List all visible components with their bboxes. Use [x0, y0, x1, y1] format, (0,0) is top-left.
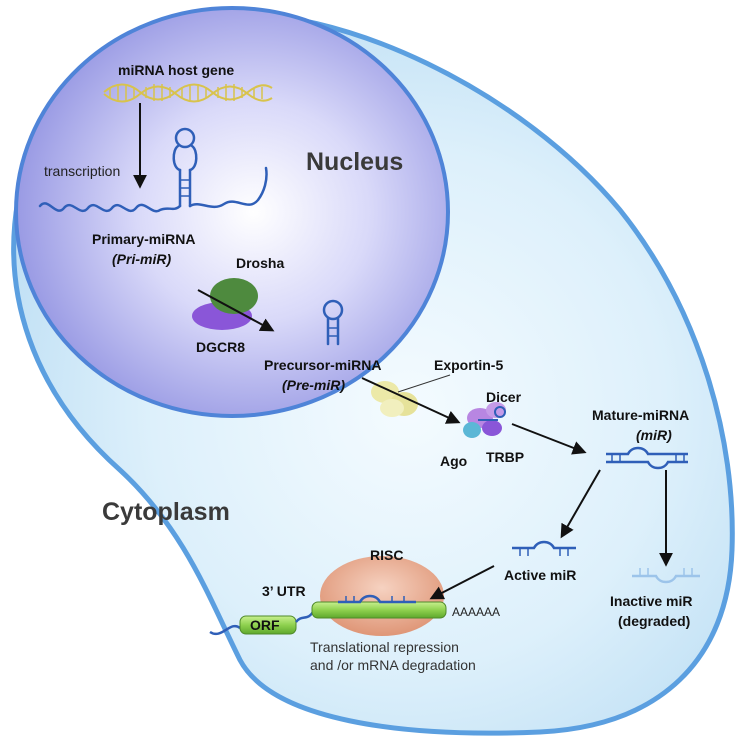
trbp-label: TRBP	[486, 449, 524, 465]
drosha-label: Drosha	[236, 255, 284, 271]
export-arrow-icon	[361, 377, 461, 424]
transcription-label: transcription	[44, 163, 120, 179]
active-arrow-icon	[560, 469, 601, 539]
ago-label: Ago	[440, 453, 467, 469]
nucleus-label: Nucleus	[306, 148, 403, 176]
precursor-mirna-label: Precursor-miRNA	[264, 357, 381, 373]
exportin-5-label: Exportin-5	[434, 357, 503, 373]
host-gene-label: miRNA host gene	[118, 62, 234, 78]
poly-a-tail-label: AAAAAA	[452, 605, 500, 619]
orf-segment-icon: ORF	[239, 615, 297, 635]
pre-mir-label: (Pre-miR)	[282, 377, 345, 393]
pri-mirna-icon	[38, 127, 268, 213]
inactive-mir-icon	[632, 568, 700, 584]
pri-mir-label: (Pri-miR)	[112, 251, 171, 267]
active-mir-label: Active miR	[504, 567, 576, 583]
risc-arrow-icon	[429, 565, 495, 600]
repression-label-line-2: and /or mRNA degradation	[310, 657, 476, 673]
dicer-arrow-icon	[511, 423, 587, 455]
dgcr8-label: DGCR8	[196, 339, 245, 355]
mrna-5prime-tail-icon	[209, 624, 241, 636]
dicer-label: Dicer	[486, 389, 522, 405]
primary-mirna-label: Primary-miRNA	[92, 231, 195, 247]
repression-label-line-1: Translational repression	[310, 639, 459, 655]
drosha-protein-icon	[210, 278, 258, 314]
bound-mirna-icon	[338, 594, 416, 604]
mature-mirna-duplex-icon	[606, 446, 688, 470]
exportin-5-icon	[371, 381, 418, 417]
exportin-pointer	[397, 374, 451, 393]
inactive-mir-label: Inactive miR	[610, 593, 692, 609]
orf-label: ORF	[250, 617, 280, 633]
degraded-label: (degraded)	[618, 613, 690, 629]
pre-mirna-hairpin-icon	[322, 299, 344, 346]
dna-helix-icon	[103, 83, 273, 103]
drosha-arrow-icon	[197, 289, 275, 332]
risc-complex-icon	[320, 556, 444, 636]
active-mir-icon	[512, 540, 576, 556]
utr-label: 3’ UTR	[262, 583, 306, 599]
mir-label: (miR)	[636, 427, 672, 443]
mature-mirna-label: Mature-miRNA	[592, 407, 689, 423]
cytoplasm-label: Cytoplasm	[102, 498, 230, 526]
dicer-complex-icon	[463, 402, 506, 438]
risc-label: RISC	[370, 547, 403, 563]
utr-segment-icon	[311, 601, 447, 619]
